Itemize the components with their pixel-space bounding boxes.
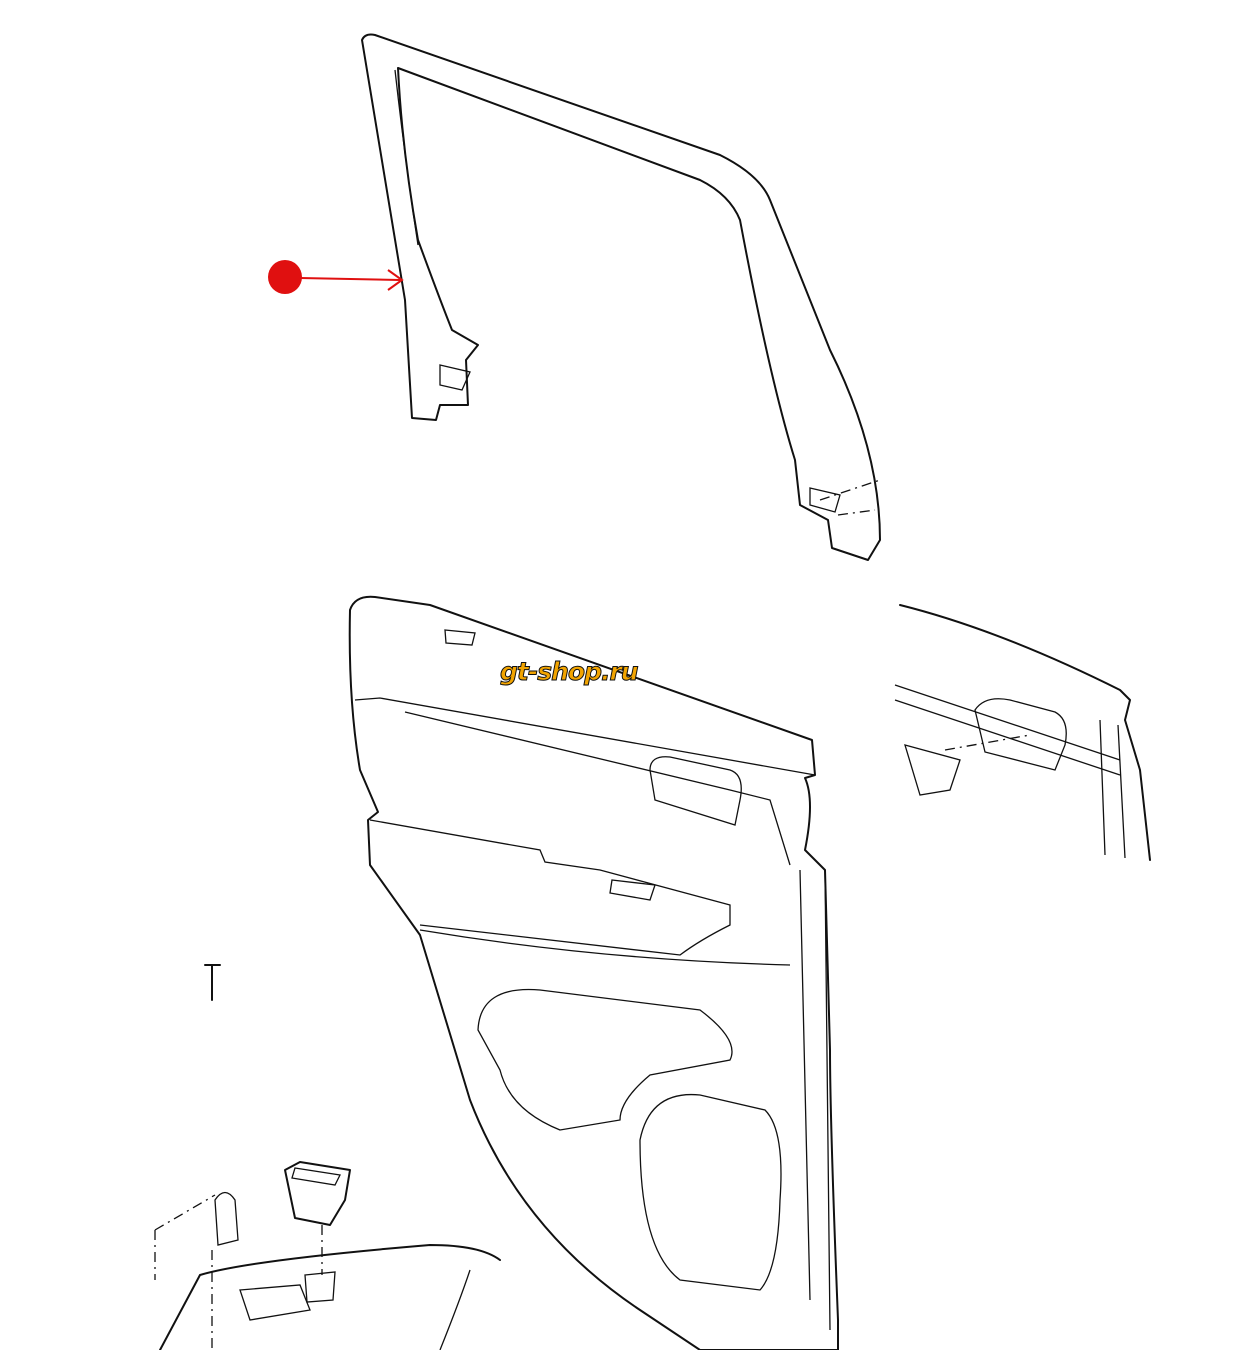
door-trim-panel [348, 595, 839, 1350]
window-switch-detail [154, 964, 501, 1350]
watermark-logo: gt-shop.ru [500, 657, 640, 687]
callout-dot [268, 260, 302, 294]
window-frame-trim [361, 33, 881, 561]
door-handle-bezel-detail [894, 604, 1151, 861]
callout-arrow [268, 260, 404, 294]
